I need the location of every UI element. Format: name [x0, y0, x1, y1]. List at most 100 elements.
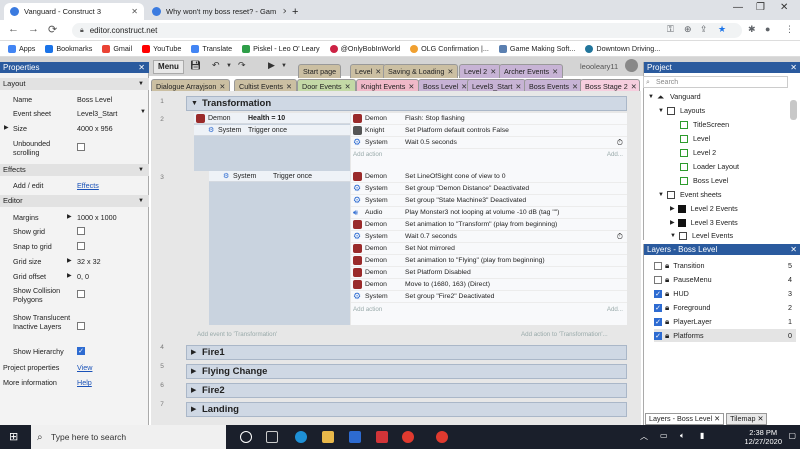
- network-icon[interactable]: ▭: [660, 431, 668, 440]
- volume-icon[interactable]: 🔈︎: [680, 431, 685, 440]
- add-action-link[interactable]: Add action: [353, 151, 383, 158]
- add-more-link[interactable]: Add...: [606, 151, 623, 158]
- collapse-icon[interactable]: ▼: [191, 100, 198, 107]
- share-icon[interactable]: ⇪: [700, 24, 708, 34]
- bookmark-bookmarks[interactable]: Bookmarks: [45, 44, 92, 53]
- add-event-link[interactable]: Add event to 'Transformation': [197, 331, 278, 338]
- chevron-down-icon[interactable]: ▼: [281, 63, 287, 69]
- section-layout[interactable]: Layout▼: [0, 78, 149, 90]
- layer-visible-checkbox[interactable]: ✓: [654, 303, 662, 312]
- new-tab-button[interactable]: +: [292, 5, 299, 18]
- bookmark-star-icon[interactable]: ★: [718, 24, 727, 34]
- help-link[interactable]: Help: [77, 378, 92, 387]
- tab-layers[interactable]: Layers - Boss Level ✕: [645, 413, 725, 425]
- view-link[interactable]: View: [77, 363, 93, 372]
- add-action-group-link[interactable]: Add action to 'Transformation'...: [521, 331, 608, 338]
- tray-up-icon[interactable]: ︿: [640, 432, 648, 441]
- translucent-checkbox[interactable]: [77, 322, 85, 330]
- tab-archer-events[interactable]: Archer Events✕: [499, 64, 564, 78]
- expand-icon[interactable]: ▶: [191, 406, 197, 413]
- browser-tab-vanguard[interactable]: Vanguard - Construct 3 ✕: [4, 3, 144, 20]
- layer-visible-checkbox[interactable]: ✓: [654, 331, 662, 340]
- close-icon[interactable]: ✕: [790, 63, 797, 72]
- undo-icon[interactable]: ↶: [212, 60, 220, 70]
- tree-eventsheet-item[interactable]: ▶Level 3 Events: [670, 218, 738, 227]
- layer-visible-checkbox[interactable]: ✓: [654, 317, 662, 326]
- lock-icon[interactable]: 🔒︎: [665, 288, 670, 298]
- close-icon[interactable]: ✕: [790, 245, 797, 254]
- lock-icon[interactable]: 🔒︎: [665, 316, 670, 326]
- store-icon[interactable]: [349, 431, 361, 443]
- bookmark-olg[interactable]: OLG Confirmation |...: [410, 44, 489, 53]
- tab-level[interactable]: Level✕: [350, 64, 387, 78]
- restore-icon[interactable]: ❐: [756, 2, 765, 13]
- bookmark-piskel[interactable]: Piskel - Leo O' Leary: [242, 44, 320, 53]
- group-fire2[interactable]: ▶Fire2: [186, 383, 627, 398]
- expand-icon[interactable]: ▶: [67, 273, 72, 279]
- close-icon[interactable]: ✕: [282, 7, 286, 16]
- battery-icon[interactable]: ▮: [700, 431, 705, 440]
- tab-start-page[interactable]: Start page: [298, 64, 342, 78]
- tab-level3-start[interactable]: Level3_Start✕: [467, 79, 527, 93]
- close-icon[interactable]: ✕: [131, 7, 138, 16]
- expand-icon[interactable]: ▶: [67, 258, 72, 264]
- project-search-input[interactable]: ⌕ Search: [643, 76, 788, 88]
- tab-level-2[interactable]: Level 2✕: [459, 64, 502, 78]
- bookmark-downtown[interactable]: Downtown Driving...: [585, 44, 660, 53]
- event-sheet[interactable]: 1 2 3 4 5 6 7 ▼Transformation Demon Heal…: [151, 91, 641, 425]
- layer-visible-checkbox[interactable]: [654, 275, 662, 284]
- collision-checkbox[interactable]: [77, 290, 85, 298]
- add-action-link[interactable]: Add action: [353, 306, 383, 313]
- chevron-down-icon[interactable]: ▼: [140, 109, 146, 115]
- lock-icon[interactable]: 🔒︎: [665, 260, 670, 270]
- tree-layout-item[interactable]: Boss Level: [680, 176, 728, 185]
- close-icon[interactable]: ✕: [138, 63, 145, 72]
- user-name[interactable]: leooleary11: [580, 62, 619, 71]
- bookmark-apps[interactable]: Apps: [8, 44, 35, 53]
- chrome-icon[interactable]: [402, 431, 414, 443]
- section-effects[interactable]: Effects▼: [0, 164, 149, 176]
- avatar[interactable]: [625, 59, 638, 72]
- minimize-icon[interactable]: —: [733, 2, 743, 13]
- tree-root[interactable]: ▼⏶Vanguard: [648, 91, 701, 102]
- tree-layout-item[interactable]: Level 2: [680, 148, 716, 157]
- show-grid-checkbox[interactable]: [77, 227, 85, 235]
- office-icon[interactable]: [376, 431, 388, 443]
- close-window-icon[interactable]: ✕: [780, 2, 789, 13]
- group-flying-change[interactable]: ▶Flying Change: [186, 364, 627, 379]
- zoom-icon[interactable]: ⊕: [684, 24, 692, 34]
- save-icon[interactable]: 💾︎: [190, 60, 202, 70]
- expand-icon[interactable]: ▶: [191, 387, 197, 394]
- bookmark-gmail[interactable]: Gmail: [102, 44, 132, 53]
- expand-icon[interactable]: ▶: [191, 368, 197, 375]
- forward-icon[interactable]: →: [28, 23, 39, 35]
- tab-dialogue-array[interactable]: Dialogue Arrayjson✕: [151, 79, 231, 93]
- tree-eventsheets-folder[interactable]: ▼Event sheets: [658, 190, 722, 199]
- expand-icon[interactable]: ▶: [191, 349, 197, 356]
- url-input[interactable]: 🔒︎ editor.construct.net: [72, 23, 742, 38]
- more-icon[interactable]: ⋮: [785, 24, 794, 34]
- file-explorer-icon[interactable]: [322, 431, 334, 443]
- tab-saving-loading[interactable]: Saving & Loading✕: [383, 64, 459, 78]
- group-transformation[interactable]: ▼Transformation: [186, 96, 627, 111]
- task-view-icon[interactable]: [266, 431, 278, 443]
- bookmark-twitter[interactable]: @OnlyBobInWorld: [329, 44, 400, 53]
- project-scrollbar[interactable]: [790, 100, 797, 120]
- chevron-down-icon[interactable]: ▼: [226, 63, 232, 69]
- edge-icon[interactable]: [295, 431, 307, 443]
- snap-grid-checkbox[interactable]: [77, 242, 85, 250]
